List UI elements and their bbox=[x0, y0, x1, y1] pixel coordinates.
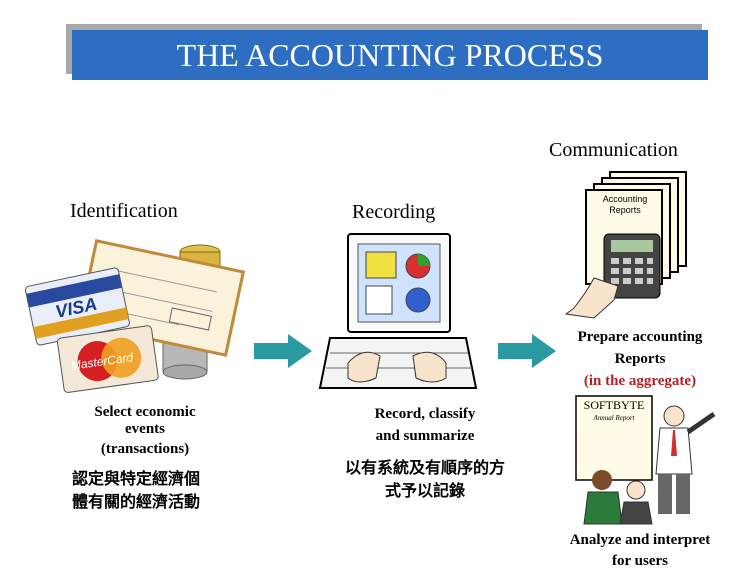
monitor-icon bbox=[348, 234, 450, 332]
board-subtitle: Annual Report bbox=[576, 412, 652, 424]
recording-zh-line1: 以有系統及有順序的方 bbox=[325, 456, 525, 479]
page-title: THE ACCOUNTING PROCESS bbox=[72, 30, 708, 80]
hand-icon bbox=[566, 278, 618, 318]
reports-doc-label: Accounting Reports bbox=[597, 194, 653, 216]
analyze-line1: Analyze and interpret bbox=[550, 530, 730, 551]
identification-caption-line1: Select economic bbox=[70, 404, 220, 421]
reports-illustration bbox=[564, 168, 694, 318]
identification-zh-line1: 認定與特定經濟個 bbox=[72, 467, 200, 490]
arrow-icon bbox=[498, 334, 558, 368]
arrow-icon bbox=[254, 334, 314, 368]
computer-illustration bbox=[318, 228, 478, 398]
keyboard-icon bbox=[320, 338, 476, 388]
communication-label: Communication bbox=[549, 139, 678, 162]
identification-caption-line3: (transactions) bbox=[70, 441, 220, 458]
transactions-illustration: VISA MasterCard bbox=[25, 232, 245, 392]
identification-zh: 認定與特定經濟個 體有關的經濟活動 bbox=[72, 467, 200, 513]
board-title: SOFTBYTE bbox=[576, 398, 652, 412]
recording-label: Recording bbox=[352, 201, 435, 224]
analyze-line2: for users bbox=[550, 551, 730, 572]
recording-zh-line2: 式予以記錄 bbox=[325, 479, 525, 502]
recording-caption: Record, classify and summarize bbox=[350, 403, 500, 447]
presenter-icon bbox=[656, 406, 714, 514]
recording-caption-line2: and summarize bbox=[350, 425, 500, 447]
reports-doc-line1: Accounting bbox=[597, 194, 653, 205]
identification-caption-line2: events bbox=[70, 421, 220, 438]
identification-zh-line2: 體有關的經濟活動 bbox=[72, 490, 200, 513]
softbyte-board: SOFTBYTE Annual Report bbox=[576, 398, 652, 424]
prepare-line3: (in the aggregate) bbox=[556, 370, 724, 392]
identification-label: Identification bbox=[70, 200, 178, 223]
recording-zh: 以有系統及有順序的方 式予以記錄 bbox=[325, 456, 525, 502]
prepare-line2: Reports bbox=[556, 348, 724, 370]
recording-caption-line1: Record, classify bbox=[350, 403, 500, 425]
identification-caption: Select economic events (transactions) bbox=[70, 404, 220, 458]
prepare-caption: Prepare accounting Reports (in the aggre… bbox=[556, 326, 724, 392]
reports-doc-line2: Reports bbox=[597, 205, 653, 216]
prepare-line1: Prepare accounting bbox=[556, 326, 724, 348]
analyze-caption: Analyze and interpret for users bbox=[550, 530, 730, 572]
